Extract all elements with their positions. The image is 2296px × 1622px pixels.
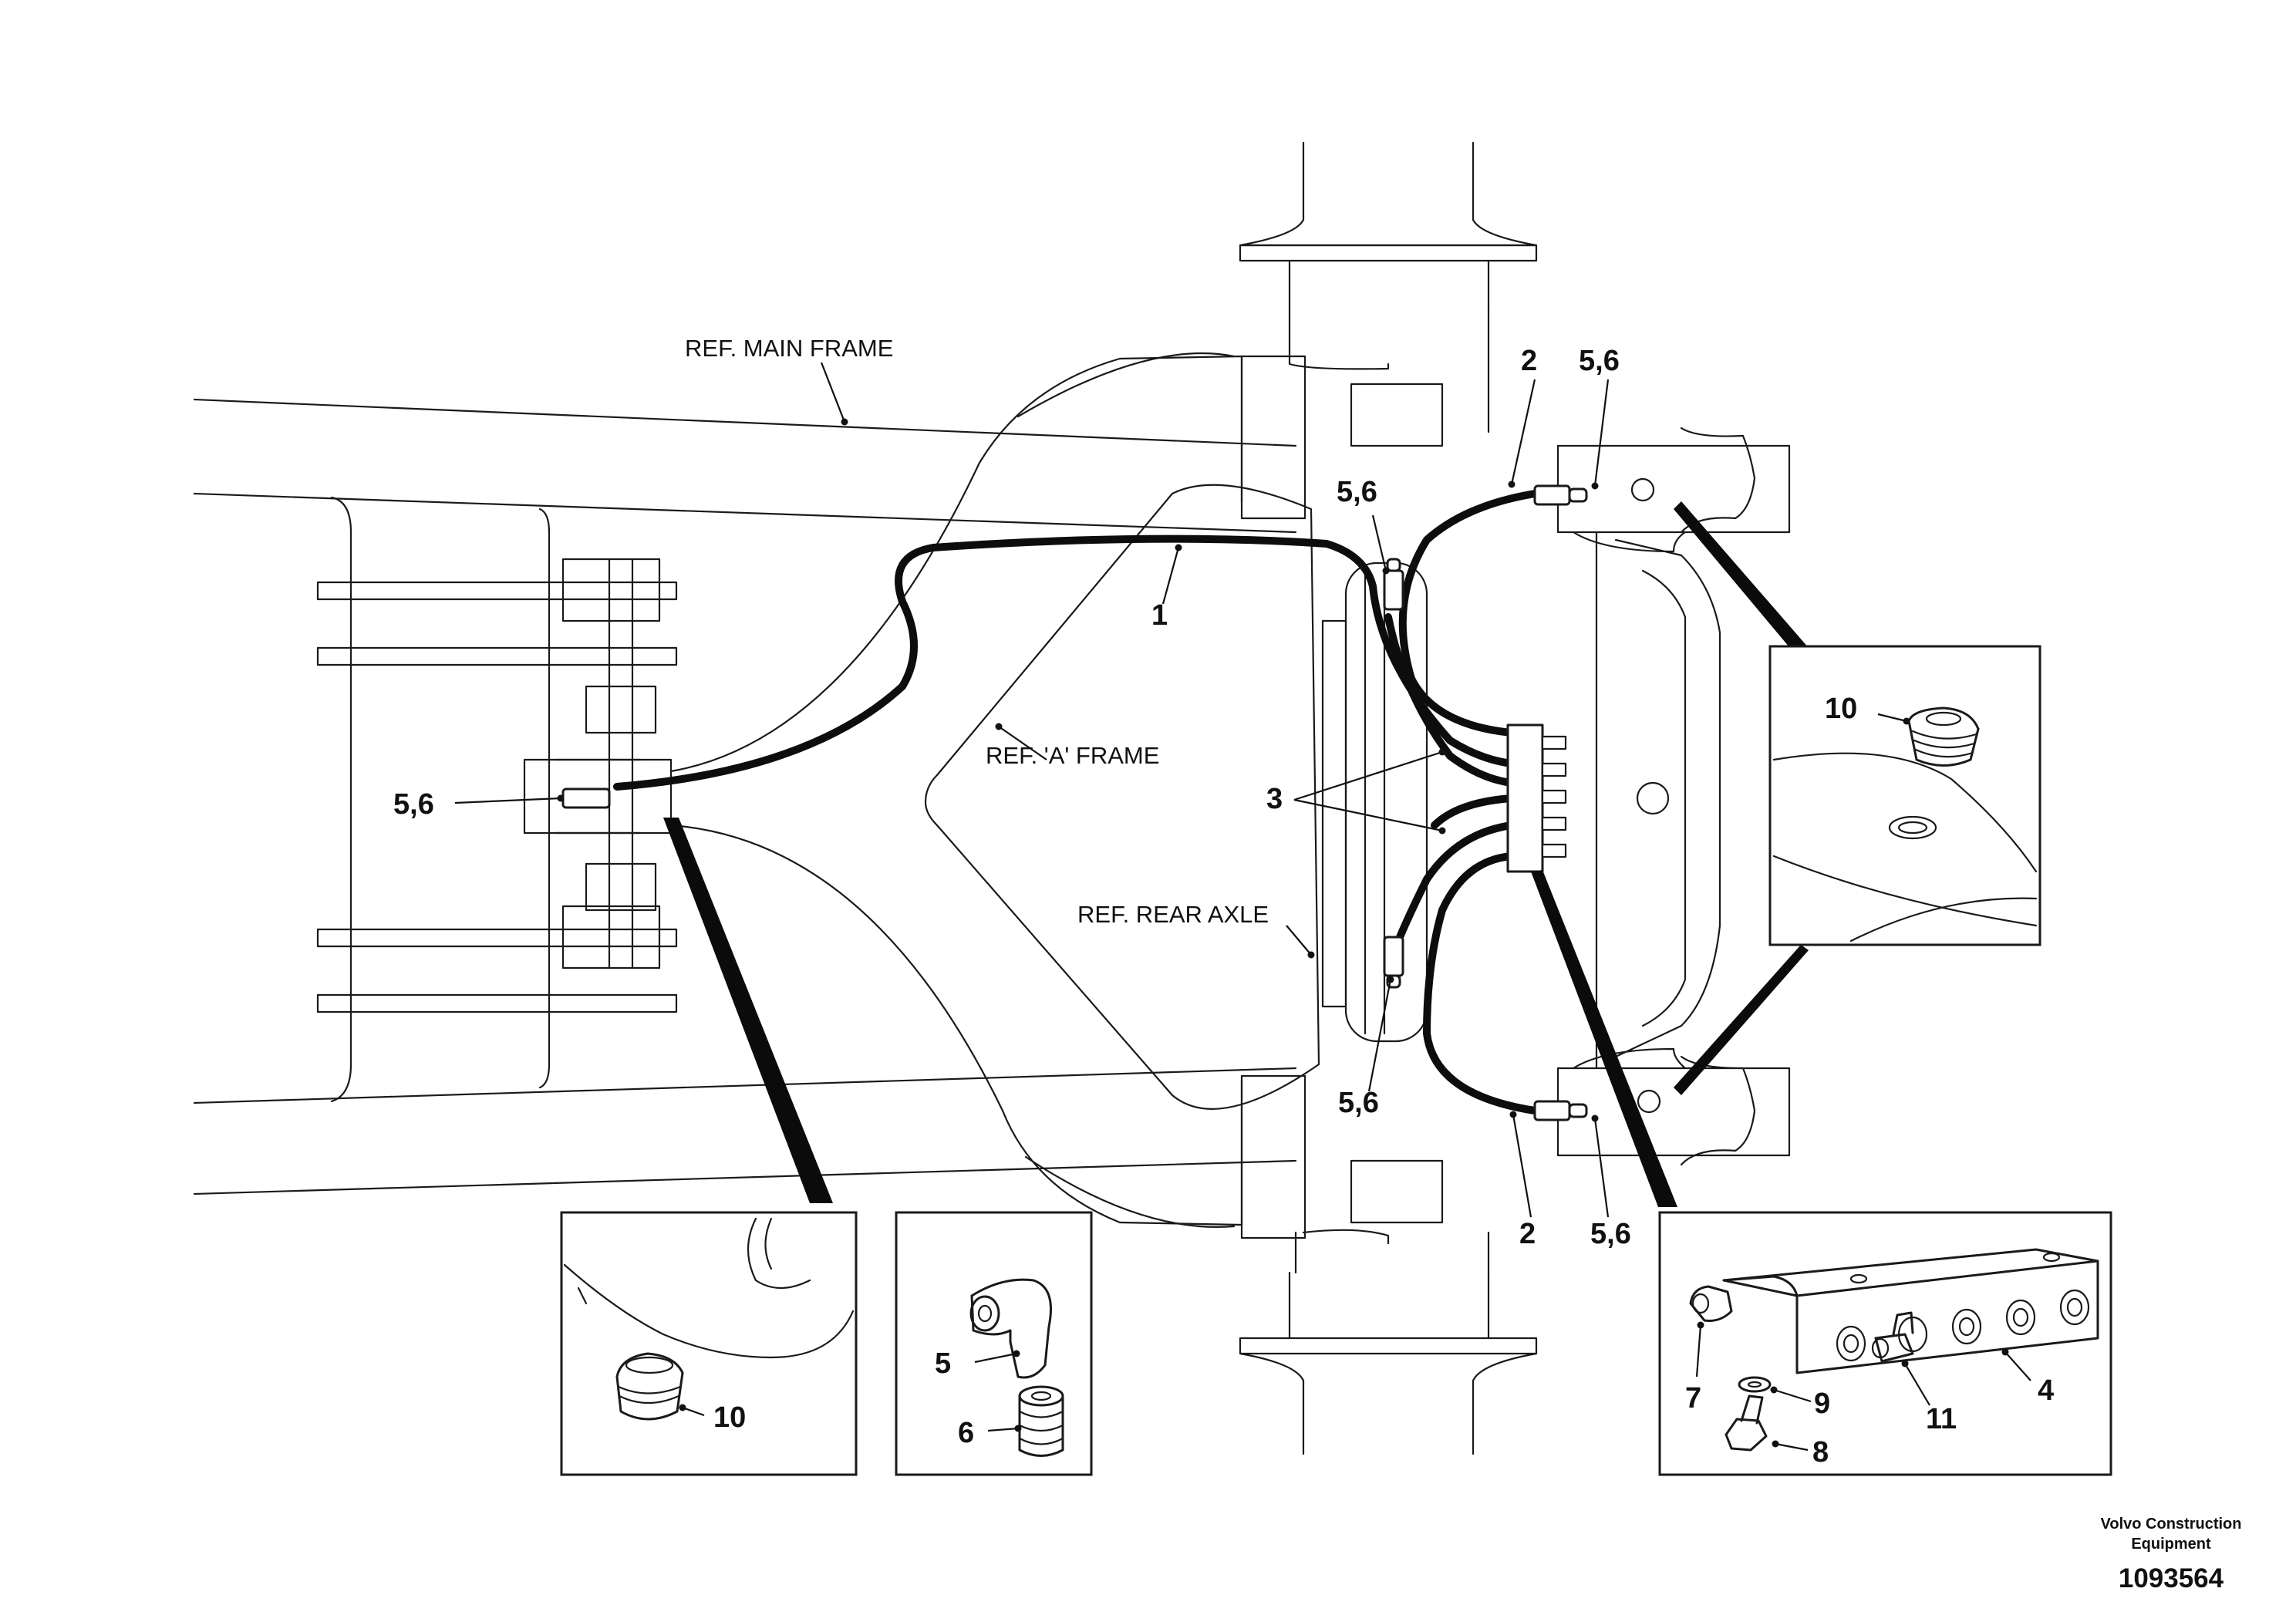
leader-lines <box>454 362 2031 1452</box>
brand-line-2: Equipment <box>2131 1536 2211 1553</box>
detail-box-distribution-block <box>1658 1211 2112 1476</box>
detail-box-grease-fitting-right <box>1768 645 2041 946</box>
a-frame <box>669 352 1320 1239</box>
label-part-10-right: 10 <box>1825 693 1857 725</box>
label-ref-a-frame: REF. 'A' FRAME <box>986 742 1159 769</box>
label-part-1: 1 <box>1151 599 1168 632</box>
left-cross-members <box>316 558 678 1013</box>
document-id: 1093564 <box>2119 1563 2224 1593</box>
label-part-7: 7 <box>1685 1382 1701 1415</box>
label-part-56-center-top: 5,6 <box>1337 476 1377 508</box>
brand-line-1: Volvo Construction <box>2101 1516 2242 1533</box>
label-part-10-left: 10 <box>713 1401 746 1434</box>
footer: Volvo Construction Equipment 1093564 <box>2101 1516 2242 1593</box>
label-part-56-bottom-right: 5,6 <box>1590 1218 1631 1250</box>
seal-ring-stack-icon <box>1018 1385 1064 1457</box>
label-ref-rear-axle: REF. REAR AXLE <box>1077 901 1269 928</box>
label-part-5: 5 <box>935 1347 951 1380</box>
distribution-block <box>1506 723 1567 873</box>
callout-wedges <box>663 501 1809 1207</box>
elbow-fitting-icon <box>969 1278 1052 1379</box>
label-part-56-left: 5,6 <box>393 788 434 821</box>
labels: REF. MAIN FRAME REF. 'A' FRAME REF. REAR… <box>393 335 2054 1469</box>
main-frame <box>193 398 1297 1195</box>
label-part-8: 8 <box>1812 1436 1829 1469</box>
label-part-3: 3 <box>1266 783 1283 815</box>
rear-axle-plate <box>1321 561 1428 1043</box>
grease-nipple-icon <box>1689 1285 1733 1322</box>
rear-axle <box>1239 141 1538 1455</box>
hose-2-top <box>1398 490 1539 737</box>
hoses <box>613 490 1539 1114</box>
label-part-56-center-bottom: 5,6 <box>1338 1087 1379 1119</box>
hose-fittings <box>561 484 1588 1121</box>
detail-box-grease-fitting-left <box>560 1211 858 1476</box>
label-part-6: 6 <box>958 1417 974 1449</box>
plug-icon <box>1907 706 1980 767</box>
washer-icon <box>1738 1376 1772 1393</box>
bolt-icon <box>1725 1394 1768 1452</box>
angled-nipple-icon <box>1871 1311 1914 1363</box>
label-part-56-top-right: 5,6 <box>1579 345 1620 377</box>
label-part-4: 4 <box>2038 1374 2054 1407</box>
label-part-2-bottom: 2 <box>1519 1218 1536 1250</box>
label-part-2-top: 2 <box>1521 345 1537 377</box>
plug-icon <box>615 1352 684 1421</box>
axle-pivot-brackets <box>1556 427 1791 1166</box>
label-ref-main-frame: REF. MAIN FRAME <box>685 335 893 362</box>
block-bracket-icon <box>1722 1248 2099 1374</box>
label-part-9: 9 <box>1814 1388 1830 1420</box>
label-part-11: 11 <box>1926 1403 1957 1435</box>
detail-box-elbow-fitting <box>895 1211 1093 1476</box>
